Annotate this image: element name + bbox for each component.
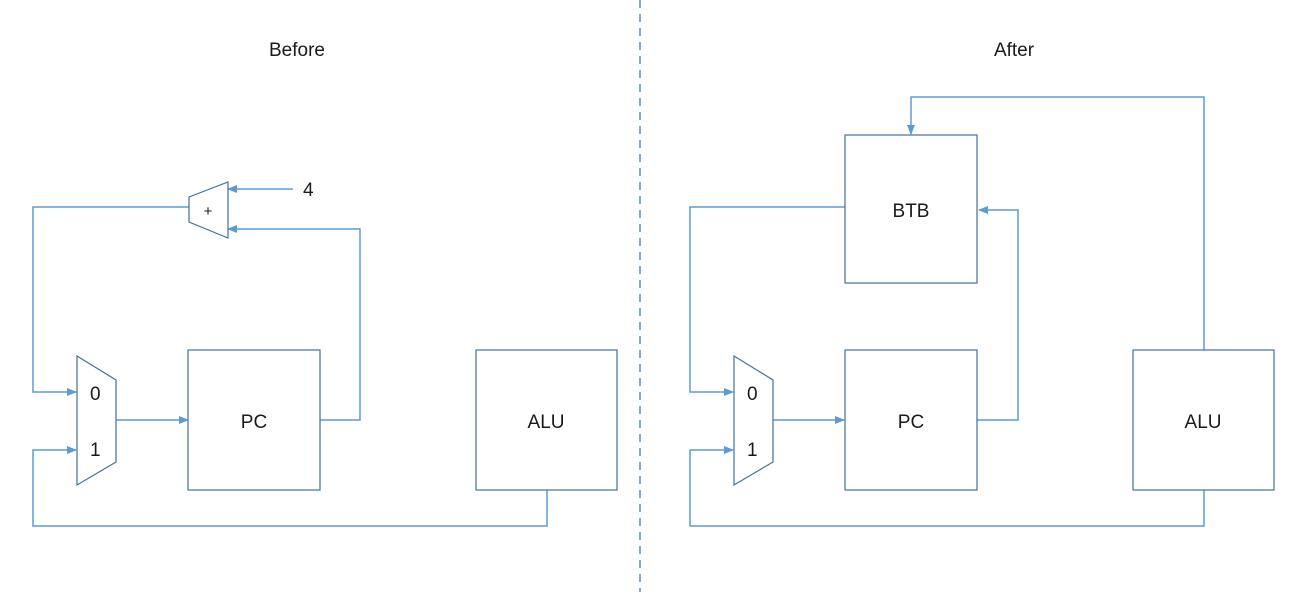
before-panel: Before + 4 0 1 PC	[32, 40, 618, 527]
mux-input-1-label-after: 1	[747, 440, 758, 461]
after-wires	[689, 96, 1205, 527]
alu: ALU	[475, 349, 618, 491]
after-title: After	[994, 40, 1035, 61]
mux-input-1-label: 1	[90, 440, 101, 461]
mux-input-0-label-after: 0	[747, 384, 758, 405]
adder-label: +	[204, 203, 213, 220]
before-title: Before	[269, 40, 325, 61]
alu-after: ALU	[1132, 349, 1275, 491]
wire-alu-to-btb	[907, 96, 1205, 350]
constant-four-label: 4	[303, 180, 314, 201]
wire-pc-to-adder	[227, 225, 361, 421]
pc-register: PC	[187, 349, 321, 491]
wire-alu-to-mux1	[32, 446, 548, 527]
pc-label: PC	[241, 412, 267, 433]
adder: +	[188, 181, 229, 239]
mux-input-0-label: 0	[90, 384, 101, 405]
pc-label-after: PC	[898, 412, 924, 433]
before-wires	[32, 185, 548, 527]
pc-register-after: PC	[844, 349, 978, 491]
btb: BTB	[844, 134, 978, 284]
wire-alu-to-mux1-after	[689, 446, 1205, 527]
after-panel: After BTB 0 1 PC	[689, 40, 1275, 527]
wire-pc-to-btb	[977, 206, 1019, 421]
btb-label: BTB	[893, 201, 930, 222]
alu-label-after: ALU	[1185, 412, 1222, 433]
mux: 0 1	[76, 354, 117, 487]
wire-btb-to-mux0	[689, 206, 845, 396]
mux-after: 0 1	[733, 354, 774, 487]
alu-label: ALU	[528, 412, 565, 433]
wire-adder-to-mux0	[32, 206, 190, 396]
